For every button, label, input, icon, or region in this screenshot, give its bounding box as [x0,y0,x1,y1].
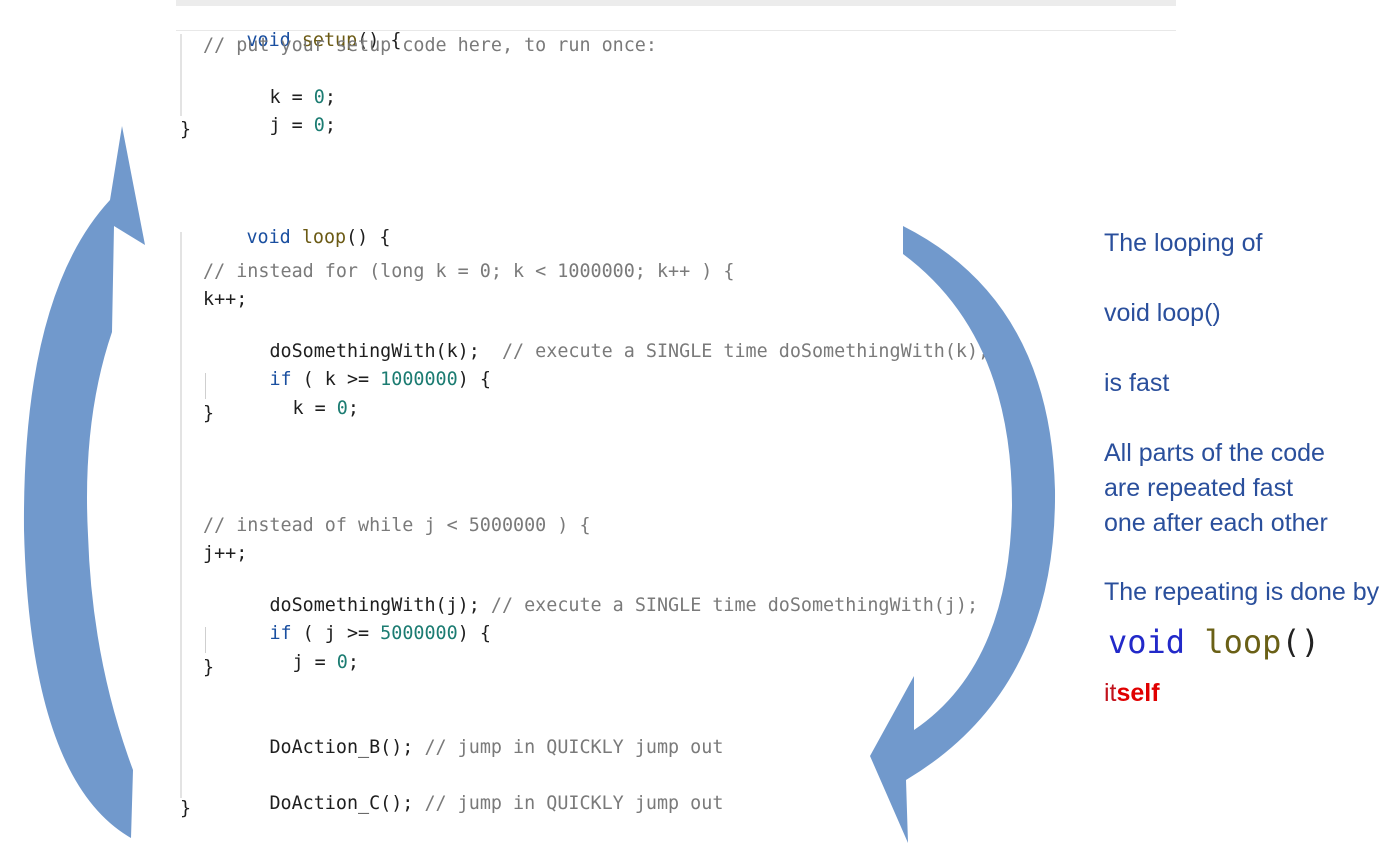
keyword-void: void [246,30,291,51]
do-something-j: doSomethingWith(j); // execute a SINGLE … [203,570,978,642]
itself-prefix: it [1104,679,1117,707]
comment-instead-while: // instead of while j < 5000000 ) { [203,515,591,536]
if-j-close-brace: } [203,657,215,678]
setup-close-brace: } [180,119,192,140]
editor-top-bar [176,0,1176,6]
if-j-guide [205,627,206,653]
call-do-something-j: doSomethingWith(j); [269,595,480,616]
number-zero: 0 [313,87,325,108]
big-function-loop: loop [1204,623,1282,661]
semicolon: ; [324,115,336,136]
left-curved-arrow-icon [23,126,146,838]
j-reset-text: j = [292,652,337,673]
if-k-condition: ( k >= [291,369,381,390]
explanation-line-5: are repeated fast [1104,474,1294,502]
explanation-line-1: The looping of [1104,229,1263,257]
if-k-guide [205,373,206,399]
j-reset: j = 0; [226,627,359,699]
explanation-code-void-loop: void loop() [1108,620,1320,664]
comment-instead-for: // instead for (long k = 0; k < 1000000;… [203,261,735,282]
do-action-c: DoAction_C(); // jump in QUICKLY jump ou… [203,768,723,840]
function-name-setup: setup [301,30,358,51]
comment-jump-b: // jump in QUICKLY jump out [424,737,724,758]
explanation-line-3: is fast [1104,369,1170,397]
comment-single-j: // execute a SINGLE time doSomethingWith… [490,595,979,616]
function-name-loop: loop [301,227,347,248]
setup-block-guide [180,34,182,116]
big-parentheses: () [1281,623,1320,661]
number-k-limit: 1000000 [380,369,458,390]
do-action-b: DoAction_B(); // jump in QUICKLY jump ou… [203,712,723,784]
big-keyword-void: void [1108,623,1186,661]
keyword-void: void [246,227,291,248]
itself-emphasis: self [1116,679,1160,707]
if-tail: ) { [457,623,491,644]
j-increment: j++; [203,543,248,564]
loop-close-brace: } [180,798,192,819]
explanation-itself: itself [1104,676,1160,711]
if-k-close-brace: } [203,403,215,424]
explanation-line-2: void loop() [1104,299,1221,327]
do-something-k: doSomethingWith(k); // execute a SINGLE … [203,316,989,388]
comment-single-k: // execute a SINGLE time doSomethingWith… [501,341,990,362]
explanation-line-4: All parts of the code [1104,439,1325,467]
semicolon: ; [324,87,336,108]
number-zero: 0 [336,398,348,419]
setup-comment: // put your setup code here, to run once… [203,35,657,56]
setup-j-assign: j = 0; [203,90,336,162]
k-reset-text: k = [292,398,337,419]
semicolon: ; [347,398,359,419]
call-do-action-b: DoAction_B(); [269,737,414,758]
setup-signature: void setup() { [180,5,401,77]
semicolon: ; [347,652,359,673]
j-assign-text: j = [269,115,314,136]
number-zero: 0 [313,115,325,136]
k-reset: k = 0; [226,373,359,445]
editor-divider [176,30,1176,31]
comment-jump-c: // jump in QUICKLY jump out [424,793,724,814]
call-do-action-c: DoAction_C(); [269,793,414,814]
keyword-if: if [269,369,292,390]
loop-block-guide [180,232,182,798]
number-j-limit: 5000000 [380,623,458,644]
keyword-if: if [269,623,292,644]
if-tail: ) { [457,369,491,390]
if-j-condition: ( j >= [291,623,381,644]
right-curved-arrow-icon [870,226,1056,843]
loop-signature: void loop() { [180,202,390,274]
if-k-statement: if ( k >= 1000000) { [203,344,491,416]
call-do-something-k: doSomethingWith(k); [269,341,480,362]
signature-rest: () { [346,227,391,248]
k-increment: k++; [203,289,248,310]
signature-rest: () { [357,30,402,51]
explanation-line-7: The repeating is done by [1104,578,1380,606]
explanation-line-6: one after each other [1104,509,1328,537]
if-j-statement: if ( j >= 5000000) { [203,598,491,670]
setup-k-assign: k = 0; [203,62,336,134]
number-zero: 0 [336,652,348,673]
k-assign-text: k = [269,87,314,108]
